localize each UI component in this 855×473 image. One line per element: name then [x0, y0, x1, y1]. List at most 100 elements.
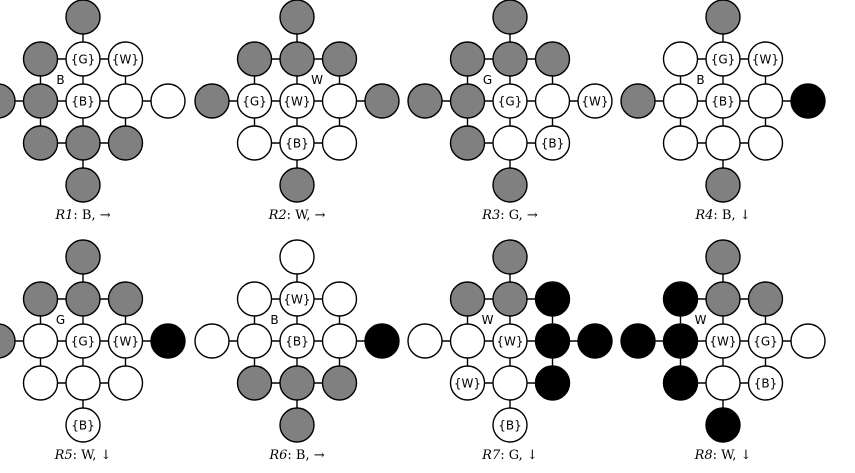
panel-r6: {W}{B}BR6: B, → — [194, 239, 400, 463]
graph-node — [449, 41, 486, 77]
node-label: {W} — [112, 53, 139, 67]
graph-node — [279, 125, 315, 161]
graph-node — [107, 281, 144, 317]
graph-node — [662, 323, 699, 359]
graph-node — [0, 323, 16, 359]
graph-node — [747, 125, 784, 161]
panel-caption: R5: W, ↓ — [54, 448, 112, 463]
robot-label: W — [482, 313, 494, 327]
graph-node — [321, 83, 358, 119]
panel-caption: R1: B, → — [54, 208, 110, 223]
graph-node — [492, 365, 528, 401]
graph-node — [65, 41, 101, 77]
graph-node — [22, 281, 59, 317]
graph-node — [449, 365, 486, 401]
node-label: {W} — [581, 95, 608, 109]
panel-r3: {G} {W} {B} G R3: G, → — [407, 0, 613, 223]
graph-node — [620, 83, 656, 119]
graph-node — [279, 41, 315, 77]
graph-node — [492, 0, 528, 35]
graph-node — [236, 41, 273, 77]
graph-node — [705, 323, 741, 359]
graph-node — [279, 323, 315, 359]
graph-node — [705, 0, 741, 35]
graph-node — [150, 323, 186, 359]
graph-node — [65, 0, 101, 35]
graph-node — [534, 125, 571, 161]
panel-caption: R8: W, ↓ — [694, 448, 752, 463]
node-label: {G} — [753, 335, 778, 349]
panel-caption: R4: B, ↓ — [694, 208, 750, 223]
graph-node — [22, 323, 59, 359]
graph-node — [279, 281, 315, 317]
graph-node — [65, 281, 101, 317]
graph-node — [107, 323, 144, 359]
graph-node — [449, 323, 486, 359]
node-label: {W} — [496, 335, 523, 349]
node-label: {W} — [454, 377, 481, 391]
graph-node — [107, 41, 144, 77]
panel-caption: R3: G, → — [481, 208, 538, 223]
graph-node — [107, 83, 144, 119]
panel-caption: R7: G, ↓ — [481, 448, 538, 463]
graph-node — [65, 323, 101, 359]
panel-r5: {G}{W}{B}GR5: W, ↓ — [0, 239, 186, 463]
graph-node — [22, 41, 59, 77]
graph-node — [65, 407, 101, 443]
node-label: {B} — [541, 137, 565, 151]
graph-node — [364, 83, 400, 119]
graph-node — [747, 83, 784, 119]
graph-node — [65, 83, 101, 119]
panel-r1: {G}{W}{B}BR1: B, → — [0, 0, 186, 223]
graph-node — [492, 41, 528, 77]
node-label: {B} — [754, 377, 778, 391]
graph-node — [65, 167, 101, 203]
graph-node — [747, 281, 784, 317]
graph-node — [662, 365, 699, 401]
node-label: {W} — [752, 53, 779, 67]
graph-node — [236, 83, 273, 119]
graph-node — [705, 125, 741, 161]
node-label: {G} — [242, 95, 267, 109]
graph-node — [790, 323, 826, 359]
node-label: {B} — [711, 95, 735, 109]
graph-node — [321, 281, 358, 317]
graph-node — [236, 323, 273, 359]
graph-node — [492, 125, 528, 161]
graph-node — [705, 365, 741, 401]
graph-node — [65, 125, 101, 161]
robot-label: G — [483, 73, 492, 87]
robot-label: B — [696, 73, 704, 87]
graph-node — [662, 281, 699, 317]
node-label: {G} — [498, 95, 523, 109]
graph-node — [492, 83, 528, 119]
graph-node — [577, 323, 613, 359]
node-label: {B} — [71, 419, 95, 433]
graph-node — [747, 41, 784, 77]
robot-label: W — [311, 73, 323, 87]
graph-node — [747, 365, 784, 401]
graph-node — [22, 365, 59, 401]
robot-label: G — [56, 313, 65, 327]
graph-node — [321, 365, 358, 401]
graph-node — [534, 41, 571, 77]
graph-node — [279, 83, 315, 119]
graph-node — [107, 125, 144, 161]
panel-r2: {G}{W}{B}WR2: W, → — [194, 0, 400, 223]
graph-node — [279, 365, 315, 401]
graph-node — [321, 41, 358, 77]
graph-node — [449, 125, 486, 161]
panel-r7: {W} {W} {B} W R7: G, ↓ — [407, 239, 613, 463]
graph-node — [705, 167, 741, 203]
node-label: {W} — [709, 335, 736, 349]
graph-node — [705, 83, 741, 119]
graph-node — [407, 323, 443, 359]
graph-node — [492, 239, 528, 275]
graph-node — [662, 83, 699, 119]
node-label: {B} — [285, 335, 309, 349]
robot-label: B — [270, 313, 278, 327]
graph-node — [22, 125, 59, 161]
graph-node — [279, 167, 315, 203]
node-label: {B} — [498, 419, 522, 433]
